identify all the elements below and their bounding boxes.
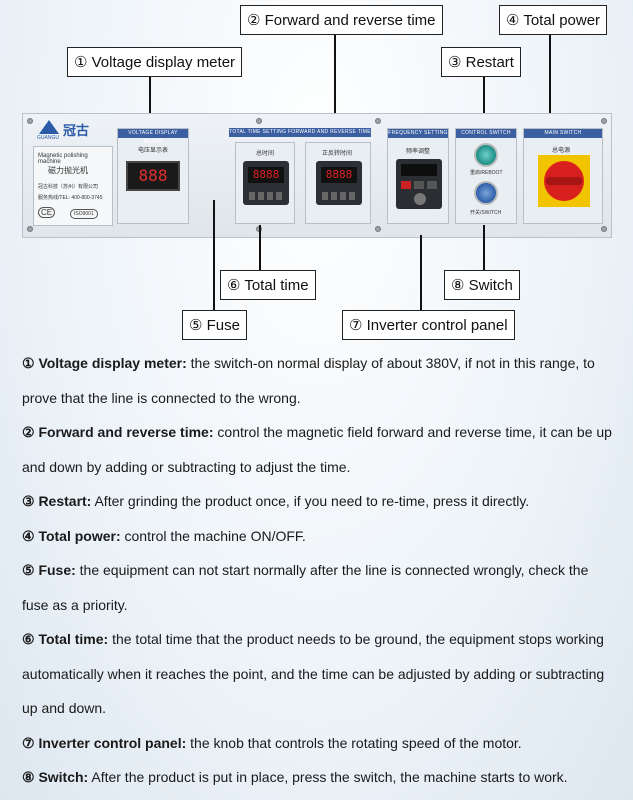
description-item: ① Voltage display meter: the switch-on n… <box>22 346 616 415</box>
fr-time-keys[interactable] <box>322 192 356 200</box>
main-switch-plate <box>538 155 590 207</box>
machine-name-en: Magnetic polishing machine <box>38 153 88 165</box>
leader-line-total-time <box>259 225 261 270</box>
inverter-run-key[interactable] <box>401 181 411 189</box>
total-time-label: 总时间 <box>256 151 275 157</box>
main-switch-title: MAIN SWITCH <box>524 129 602 138</box>
fr-time-box: 正反转时间 8888 <box>305 142 371 224</box>
main-switch-section: MAIN SWITCH 总电源 <box>523 128 603 224</box>
frequency-section-title: FREQUENCY SETTING <box>388 129 448 138</box>
total-time-timer[interactable]: 8888 <box>243 161 289 205</box>
description-term: ③ Restart: <box>22 493 92 509</box>
leader-line-total-power <box>549 35 551 170</box>
inverter-knob[interactable] <box>414 193 426 205</box>
leader-line-fr-time <box>334 35 336 150</box>
brand-mark-icon <box>39 120 59 134</box>
brand-name-en: GUANGU <box>37 135 59 141</box>
total-time-keys[interactable] <box>249 192 283 200</box>
switch-label: 开关/SWITCH <box>470 210 502 216</box>
total-time-box: 总时间 8888 <box>235 142 295 224</box>
leader-line-switch <box>483 225 485 270</box>
description-text: After the product is put in place, press… <box>88 769 568 785</box>
screw <box>27 118 33 124</box>
description-term: ② Forward and reverse time: <box>22 424 214 440</box>
leader-line-voltage <box>149 77 151 145</box>
callout-restart: ③ Restart <box>441 47 521 77</box>
description-item: ⑤ Fuse: the equipment can not start norm… <box>22 553 616 622</box>
voltage-label: 电压显示表 <box>138 148 169 154</box>
callout-fuse: ⑤ Fuse <box>182 310 247 340</box>
callout-total-time: ⑥ Total time <box>220 270 316 300</box>
description-term: ⑥ Total time: <box>22 631 109 647</box>
screw <box>601 118 607 124</box>
inverter-display <box>401 164 437 176</box>
nameplate: Magnetic polishing machine 磁力抛光机 冠古科技（苏州… <box>33 146 113 226</box>
description-term: ⑦ Inverter control panel: <box>22 734 187 751</box>
fr-time-label: 正反转时间 <box>322 151 353 157</box>
callout-switch: ⑧ Switch <box>444 270 520 300</box>
main-switch-label: 总电源 <box>552 148 571 154</box>
description-item: ② Forward and reverse time: control the … <box>22 415 616 484</box>
control-switch-title: CONTROL SWITCH <box>456 129 516 138</box>
iso-mark: ISO9001 <box>70 209 98 219</box>
inverter-mode-key[interactable] <box>427 181 437 189</box>
total-time-display: 8888 <box>248 167 284 183</box>
description-text: the switch-on normal display of about 38… <box>22 355 595 406</box>
machine-name-cn: 磁力抛光机 <box>48 166 88 175</box>
screw <box>601 226 607 232</box>
description-list: ① Voltage display meter: the switch-on n… <box>22 346 616 795</box>
description-item: ⑧ Switch: After the product is put in pl… <box>22 760 616 795</box>
description-text: the equipment can not start normally aft… <box>22 562 589 613</box>
voltage-section-title: VOLTAGE DISPLAY METER <box>118 129 188 145</box>
callout-forward-reverse-time: ② Forward and reverse time <box>240 5 443 35</box>
inverter-control-panel[interactable] <box>396 159 442 209</box>
description-item: ④ Total power: control the machine ON/OF… <box>22 519 616 554</box>
screw <box>375 226 381 232</box>
main-switch-knob[interactable] <box>544 161 584 201</box>
service-hotline: 服务热线/TEL: 400-800-3745 <box>38 195 103 201</box>
fr-time-timer[interactable]: 8888 <box>316 161 362 205</box>
frequency-label: 频率调整 <box>406 149 431 155</box>
time-section: TOTAL TIME SETTING FORWARD AND REVERSE T… <box>229 128 371 224</box>
control-switch-section: CONTROL SWITCH 重启/REBOOT 开关/SWITCH <box>455 128 517 224</box>
control-panel: 冠古 GUANGU Magnetic polishing machine 磁力抛… <box>22 113 612 238</box>
description-text: the knob that controls the rotating spee… <box>186 734 522 751</box>
time-section-title: TOTAL TIME SETTING FORWARD AND REVERSE T… <box>229 128 371 137</box>
voltage-display: 888 <box>126 161 180 191</box>
description-text: control the machine ON/OFF. <box>120 527 306 544</box>
frequency-section: FREQUENCY SETTING 频率调整 <box>387 128 449 224</box>
leader-line-inverter <box>420 235 422 310</box>
screw <box>256 118 262 124</box>
restart-button[interactable] <box>474 143 498 167</box>
description-text: the total time that the product needs to… <box>22 631 605 716</box>
fr-time-display: 8888 <box>321 167 357 183</box>
switch-button[interactable] <box>474 181 498 205</box>
leader-line-fuse <box>213 200 215 310</box>
description-item: ⑦ Inverter control panel: the knob that … <box>22 726 616 761</box>
restart-label: 重启/REBOOT <box>470 170 503 176</box>
description-term: ④ Total power: <box>22 527 121 544</box>
inverter-up-key[interactable] <box>414 181 424 189</box>
company-name: 冠古科技（苏州）有限公司 <box>38 184 99 190</box>
description-text: After grinding the product once, if you … <box>91 493 530 509</box>
callout-total-power: ④ Total power <box>499 5 608 35</box>
voltage-section: VOLTAGE DISPLAY METER 电压显示表 888 <box>117 128 189 224</box>
description-text: control the magnetic field forward and r… <box>22 424 612 475</box>
description-item: ③ Restart: After grinding the product on… <box>22 484 616 519</box>
callout-inverter-control-panel: ⑦ Inverter control panel <box>342 310 515 340</box>
brand-name: 冠古 <box>63 123 90 138</box>
main-switch-handle[interactable] <box>546 177 582 185</box>
description-term: ⑧ Switch: <box>22 769 89 785</box>
brand-logo: 冠古 GUANGU <box>37 120 107 141</box>
description-term: ① Voltage display meter: <box>22 355 187 371</box>
screw <box>27 226 33 232</box>
description-item: ⑥ Total time: the total time that the pr… <box>22 622 616 726</box>
ce-mark: CE <box>38 207 56 218</box>
description-term: ⑤ Fuse: <box>22 562 76 578</box>
callout-voltage-display-meter: ① Voltage display meter <box>67 47 243 77</box>
screw <box>375 118 381 124</box>
